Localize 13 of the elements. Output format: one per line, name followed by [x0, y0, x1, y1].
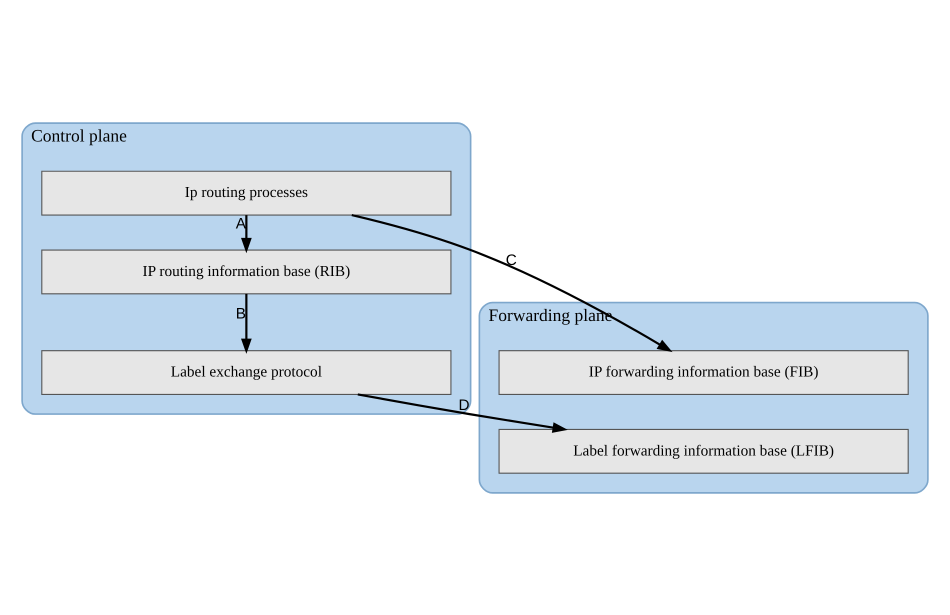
arrow: [352, 213, 673, 352]
edge-label: C: [506, 252, 517, 269]
edge-label: B: [236, 304, 246, 322]
node-box: IP routing information base (RIB): [41, 248, 452, 294]
edge-label: D: [458, 396, 470, 414]
node-box: IP forwarding information base (FIB): [498, 350, 909, 394]
edge-label: A: [236, 214, 246, 232]
node-box: Label forwarding information base (LFIB): [498, 428, 909, 474]
arrow: [241, 214, 252, 253]
arrow: [358, 392, 568, 432]
node-box: Label exchange protocol: [41, 350, 452, 394]
arrow: [241, 293, 252, 354]
node-box: Ip routing processes: [41, 170, 452, 216]
